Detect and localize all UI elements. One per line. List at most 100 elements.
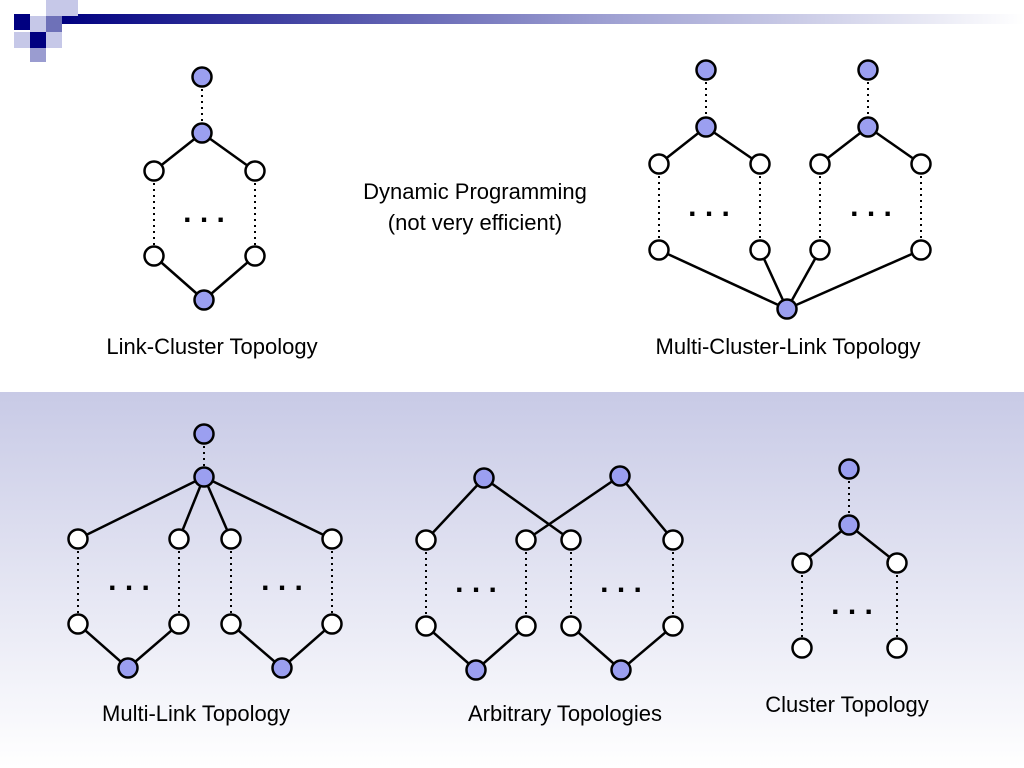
highlighted-node	[271, 657, 293, 679]
deco-square	[30, 16, 46, 32]
highlighted-node	[193, 289, 215, 311]
edge	[786, 248, 922, 311]
node	[143, 160, 165, 182]
node	[244, 160, 266, 182]
edge	[620, 625, 674, 671]
highlighted-node	[695, 59, 717, 81]
node	[220, 528, 242, 550]
edge	[475, 625, 527, 671]
ellipsis: . . .	[183, 196, 225, 229]
ellipsis: . . .	[850, 190, 892, 223]
edge	[203, 255, 256, 301]
node	[415, 529, 437, 551]
node	[560, 529, 582, 551]
node	[662, 615, 684, 637]
deco-square	[30, 48, 46, 62]
highlighted-node	[610, 659, 632, 681]
ellipsis: . . .	[108, 564, 150, 597]
highlighted-node	[838, 514, 860, 536]
highlighted-node	[857, 59, 879, 81]
edge	[425, 477, 485, 541]
deco-square	[46, 16, 62, 32]
deco-square	[62, 0, 78, 16]
edge	[867, 125, 922, 166]
node	[809, 239, 831, 261]
deco-square	[46, 32, 62, 48]
node	[791, 552, 813, 574]
node	[910, 153, 932, 175]
note-line-2: (not very efficient)	[387, 210, 563, 235]
ellipsis: . . .	[831, 588, 873, 621]
edge	[127, 623, 180, 669]
highlighted-node	[695, 116, 717, 138]
node	[749, 153, 771, 175]
node	[886, 637, 908, 659]
multi-link-diagram: . . . . . .	[67, 423, 343, 679]
node	[67, 613, 89, 635]
node	[560, 615, 582, 637]
highlighted-node	[193, 423, 215, 445]
node	[67, 528, 89, 550]
node	[648, 153, 670, 175]
edge	[77, 623, 129, 669]
note-line-1: Dynamic Programming	[363, 179, 587, 204]
ellipsis: . . .	[600, 566, 642, 599]
edge	[785, 249, 822, 310]
cluster-diagram: . . .	[791, 458, 908, 659]
link-cluster-diagram: . . .	[143, 66, 266, 311]
highlighted-node	[609, 465, 631, 487]
highlighted-node	[191, 122, 213, 144]
node	[168, 613, 190, 635]
node	[791, 637, 813, 659]
deco-square	[46, 0, 62, 16]
multi-cluster-link-diagram: . . . . . .	[648, 59, 932, 320]
deco-square	[14, 14, 30, 30]
node	[220, 613, 242, 635]
highlighted-node	[193, 466, 215, 488]
node	[321, 613, 343, 635]
node	[662, 529, 684, 551]
node	[886, 552, 908, 574]
lower-gradient-band	[0, 392, 1024, 768]
edge	[203, 475, 333, 541]
node	[415, 615, 437, 637]
highlighted-node	[776, 298, 798, 320]
deco-square	[30, 32, 46, 48]
edge	[153, 255, 205, 301]
ellipsis: . . .	[455, 566, 497, 599]
node	[244, 245, 266, 267]
node	[809, 153, 831, 175]
ellipsis: . . .	[261, 564, 303, 597]
highlighted-node	[117, 657, 139, 679]
edge	[619, 475, 674, 541]
multi-cluster-link-caption: Multi-Cluster-Link Topology	[655, 334, 921, 359]
node	[143, 245, 165, 267]
node	[321, 528, 343, 550]
edge	[705, 125, 761, 166]
cluster-caption: Cluster Topology	[765, 692, 929, 717]
header-gradient-bar	[62, 14, 1024, 24]
node	[515, 529, 537, 551]
edge	[525, 474, 621, 542]
ellipsis: . . .	[688, 190, 730, 223]
edge	[77, 475, 205, 541]
edge	[281, 623, 333, 669]
header-decoration	[14, 0, 1024, 62]
dynamic-programming-note: Dynamic Programming (not very efficient)	[320, 176, 630, 238]
edge	[201, 131, 256, 173]
edge	[202, 476, 233, 540]
node	[515, 615, 537, 637]
edge	[658, 248, 788, 311]
arbitrary-topologies-caption: Arbitrary Topologies	[467, 701, 663, 726]
edge	[570, 625, 622, 671]
edge	[230, 623, 283, 669]
edge	[483, 476, 572, 542]
node	[749, 239, 771, 261]
highlighted-node	[857, 116, 879, 138]
edge	[425, 625, 477, 671]
highlighted-node	[838, 458, 860, 480]
arbitrary-topologies-diagram: . . . . . .	[415, 465, 684, 681]
edge	[758, 249, 789, 310]
highlighted-node	[191, 66, 213, 88]
